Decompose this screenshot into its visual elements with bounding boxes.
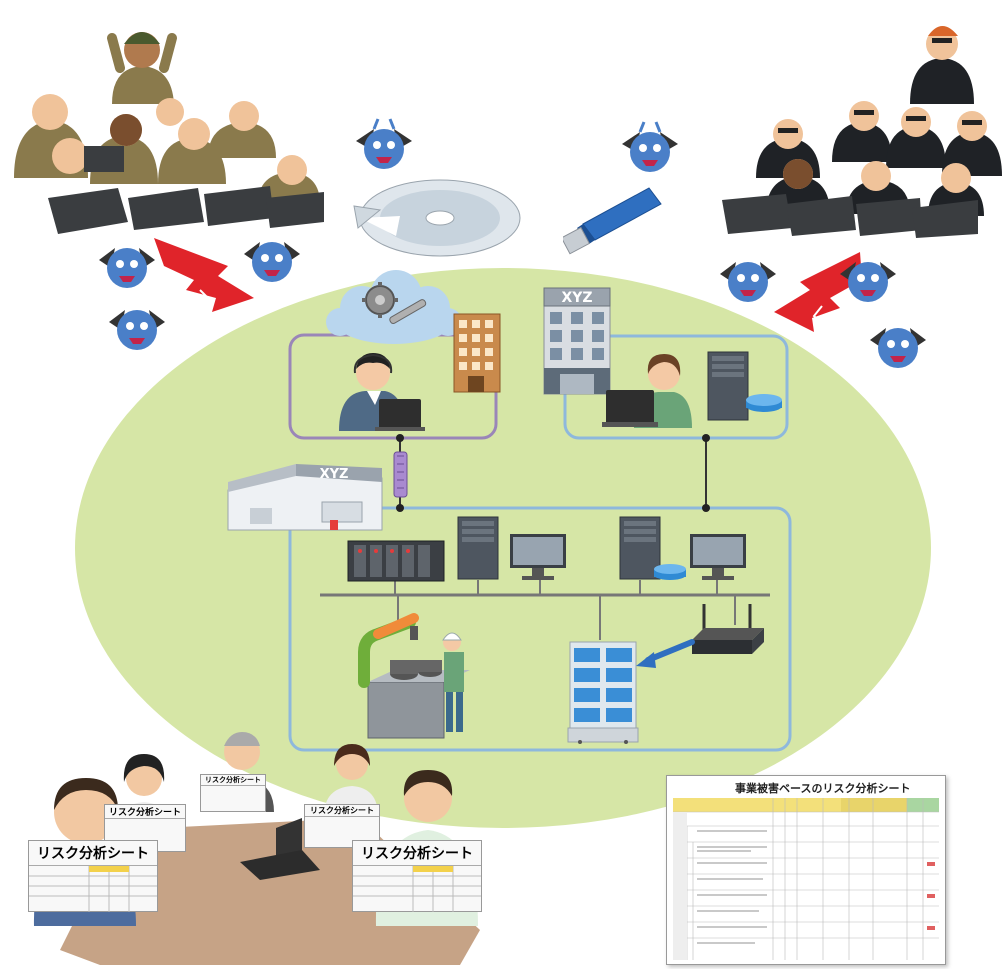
risk-sheet-small: リスク分析シート bbox=[200, 774, 266, 812]
risk-sheet-large: リスク分析シート bbox=[352, 840, 482, 912]
malware-icon bbox=[870, 328, 926, 368]
military-attacker-group bbox=[14, 32, 324, 234]
office-building-icon: XYZ bbox=[543, 287, 611, 395]
server-icon bbox=[457, 516, 499, 580]
factory-icon: XYZ bbox=[227, 464, 383, 531]
vendor-building-icon bbox=[453, 313, 501, 393]
factory-network-box bbox=[288, 506, 792, 752]
router-icon bbox=[692, 604, 764, 654]
cloud-gear-icon bbox=[326, 270, 462, 344]
malware-icon bbox=[244, 242, 300, 282]
attack-arrow-icon bbox=[154, 238, 254, 312]
malware-icon bbox=[720, 262, 776, 302]
usb-drive-icon bbox=[563, 187, 662, 255]
monitor-icon bbox=[510, 534, 566, 580]
server-icon bbox=[619, 516, 686, 580]
wireless-arrow-icon bbox=[636, 639, 695, 668]
risk-sheet-label: リスク分析シート bbox=[105, 805, 185, 819]
robot-arm-icon bbox=[358, 613, 470, 739]
agv-rack-icon bbox=[567, 641, 639, 744]
factory-sign: XYZ bbox=[320, 467, 349, 482]
vpn-firewall bbox=[393, 451, 408, 498]
office-sign: XYZ bbox=[561, 290, 592, 306]
risk-sheet-label: リスク分析シート bbox=[29, 841, 157, 866]
attacker-figure bbox=[107, 32, 177, 104]
vendor-engineer-figure bbox=[339, 353, 425, 431]
risk-sheet-label: リスク分析シート bbox=[305, 805, 379, 817]
document-title: 事業被害ベースのリスク分析シート bbox=[735, 782, 911, 795]
malware-icon bbox=[840, 262, 896, 302]
malware-icon bbox=[109, 310, 165, 350]
server-icon bbox=[707, 351, 782, 421]
malware-icon bbox=[622, 121, 678, 172]
malware-icon bbox=[356, 118, 412, 169]
monitor-icon bbox=[690, 534, 746, 580]
office-worker-figure bbox=[602, 354, 692, 428]
risk-sheet-large: リスク分析シート bbox=[28, 840, 158, 912]
risk-analysis-document: 事業被害ベースのリスク分析シート bbox=[666, 775, 946, 965]
corporate-attacker-group bbox=[722, 26, 1002, 238]
malware-icon bbox=[99, 248, 155, 288]
risk-sheet-label: リスク分析シート bbox=[201, 775, 265, 786]
attack-arrow-icon bbox=[774, 252, 862, 332]
risk-sheet-label: リスク分析シート bbox=[353, 841, 481, 866]
plc-icon bbox=[347, 540, 445, 582]
cd-disc-icon bbox=[353, 179, 521, 257]
